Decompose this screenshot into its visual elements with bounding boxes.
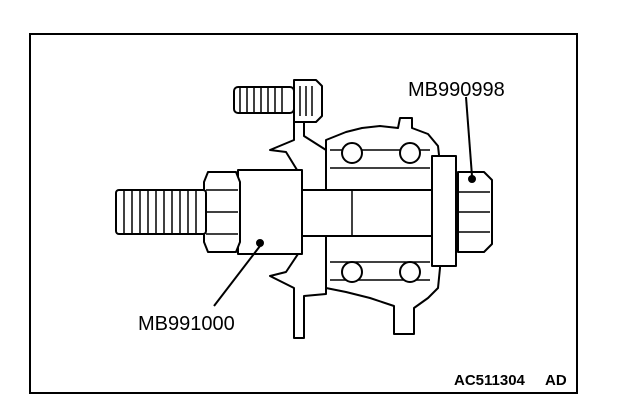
leader-dot-mb990998 <box>468 175 476 183</box>
leader-line-mb990998 <box>465 96 473 177</box>
tool-mb991000-body <box>115 169 433 255</box>
leader-line-mb991000 <box>213 245 261 307</box>
wheel-stud <box>233 79 323 123</box>
figure-suffix: AD <box>545 372 567 389</box>
label-mb991000: MB991000 <box>138 313 235 335</box>
leader-dot-mb991000 <box>256 239 264 247</box>
tool-mb990998-nut <box>431 155 493 267</box>
diagram-frame <box>29 33 578 394</box>
figure-id: AC511304 <box>454 372 526 389</box>
bearing-balls <box>341 142 421 283</box>
label-mb990998: MB990998 <box>408 79 505 101</box>
